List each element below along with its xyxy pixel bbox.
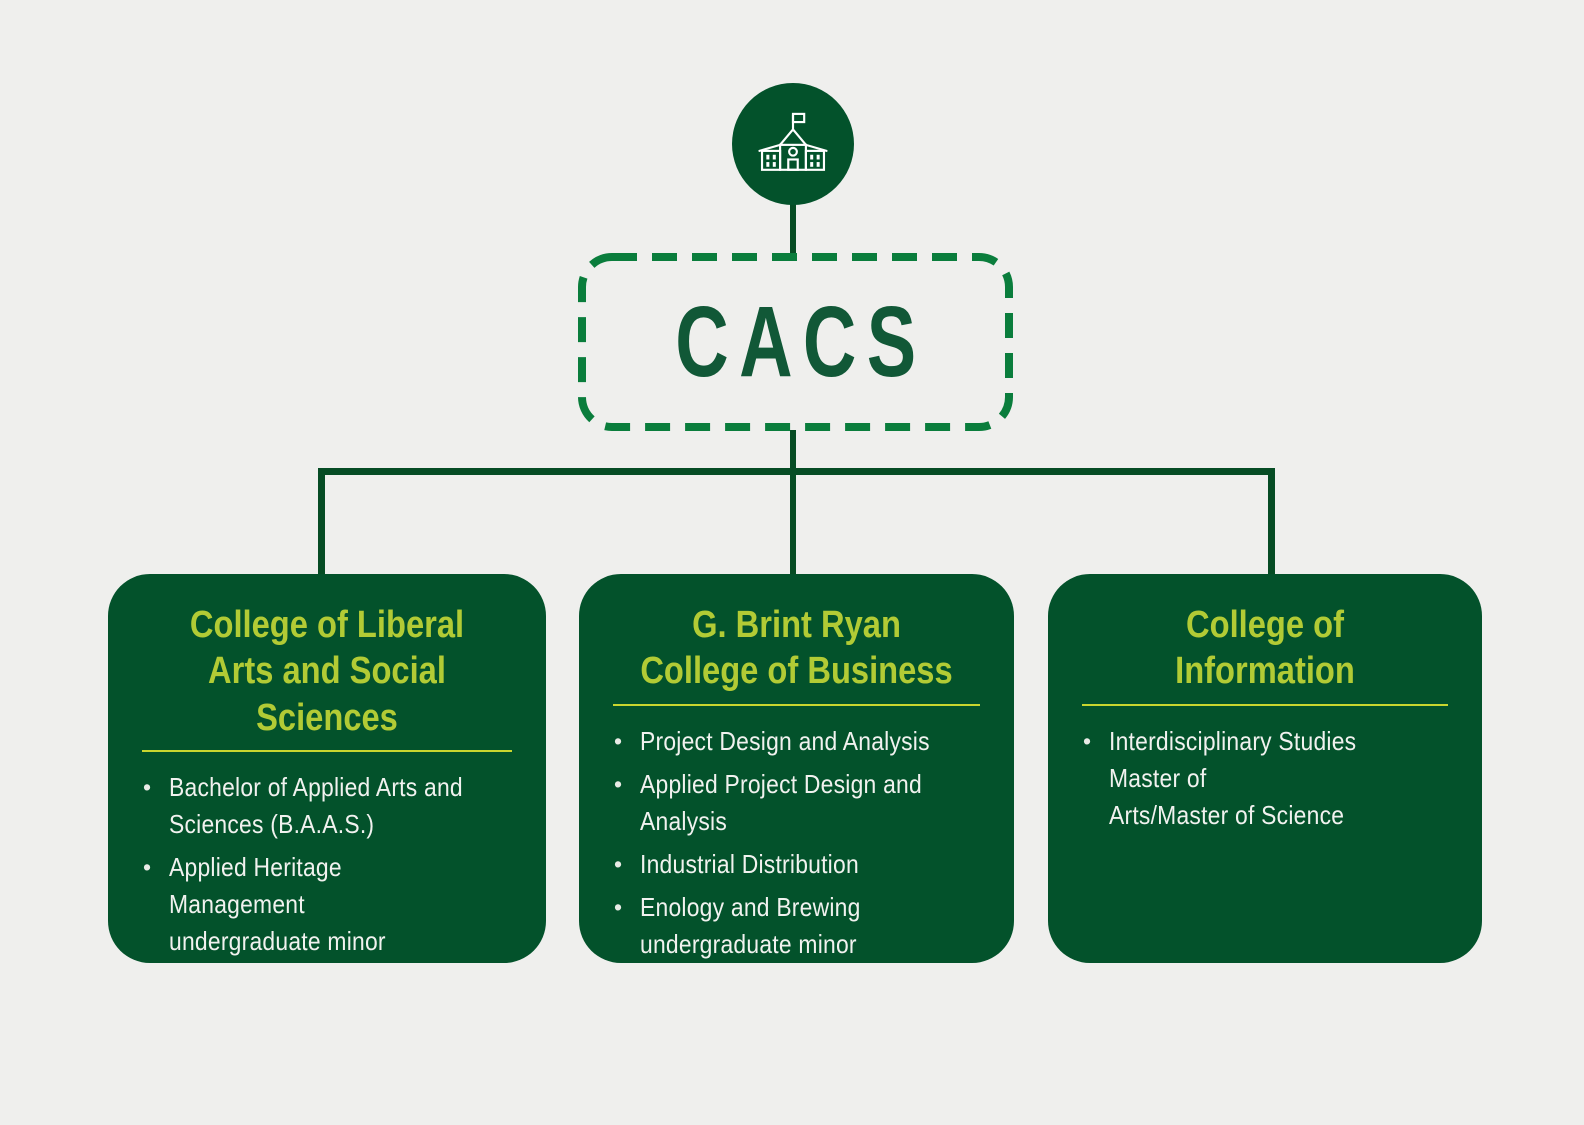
- program-label: Applied Project Design and Analysis: [640, 768, 922, 836]
- program-label: Applied Heritage Management undergraduat…: [169, 852, 386, 957]
- card-college-of-information: College of Information • Interdisciplina…: [1048, 574, 1482, 963]
- program-list: • Interdisciplinary Studies Master of Ar…: [1076, 723, 1454, 834]
- dashed-border: [578, 253, 1013, 431]
- connector-root-trunk: [790, 430, 796, 472]
- card-college-liberal-arts: College of Liberal Arts and Social Scien…: [108, 574, 546, 963]
- root-node-label: CACS: [675, 286, 927, 398]
- program-label: Project Design and Analysis: [640, 725, 930, 756]
- card-college-of-business: G. Brint Ryan College of Business • Proj…: [579, 574, 1014, 963]
- bullet-icon: •: [143, 774, 152, 801]
- school-building-icon: [758, 112, 828, 171]
- list-item: • Applied Heritage Management undergradu…: [143, 849, 518, 960]
- connector-drop-middle: [790, 468, 796, 576]
- list-item: • Project Design and Analysis: [614, 723, 986, 760]
- bullet-icon: •: [614, 770, 623, 797]
- card-title: College of Liberal Arts and Social Scien…: [189, 604, 465, 739]
- school-icon-badge: [732, 83, 854, 205]
- connector-circle-to-root: [790, 200, 796, 256]
- title-underline: [142, 750, 512, 753]
- root-node-cacs: CACS: [578, 253, 1013, 431]
- connector-drop-left: [318, 468, 325, 576]
- list-item: • Industrial Distribution: [614, 846, 986, 883]
- title-underline: [1082, 703, 1448, 706]
- list-item: • Applied Project Design and Analysis: [614, 766, 986, 840]
- program-label: Enology and Brewing undergraduate minor: [640, 891, 861, 959]
- program-label: Interdisciplinary Studies Master of Arts…: [1109, 725, 1357, 830]
- bullet-icon: •: [1083, 727, 1092, 754]
- program-list: • Project Design and Analysis • Applied …: [607, 723, 986, 963]
- program-list: • Bachelor of Applied Arts and Sciences …: [136, 769, 518, 960]
- bullet-icon: •: [614, 727, 623, 754]
- list-item: • Interdisciplinary Studies Master of Ar…: [1083, 723, 1454, 834]
- card-title: College of Information: [1175, 604, 1355, 693]
- bullet-icon: •: [143, 854, 152, 881]
- list-item: • Enology and Brewing undergraduate mino…: [614, 889, 986, 963]
- title-underline: [613, 703, 980, 706]
- connector-horizontal-bar: [318, 468, 1275, 475]
- program-label: Industrial Distribution: [640, 848, 859, 879]
- list-item: • Bachelor of Applied Arts and Sciences …: [143, 769, 518, 843]
- card-title: G. Brint Ryan College of Business: [640, 604, 953, 693]
- bullet-icon: •: [614, 893, 623, 920]
- bullet-icon: •: [614, 850, 623, 877]
- program-label: Bachelor of Applied Arts and Sciences (B…: [169, 772, 463, 840]
- connector-drop-right: [1268, 468, 1275, 576]
